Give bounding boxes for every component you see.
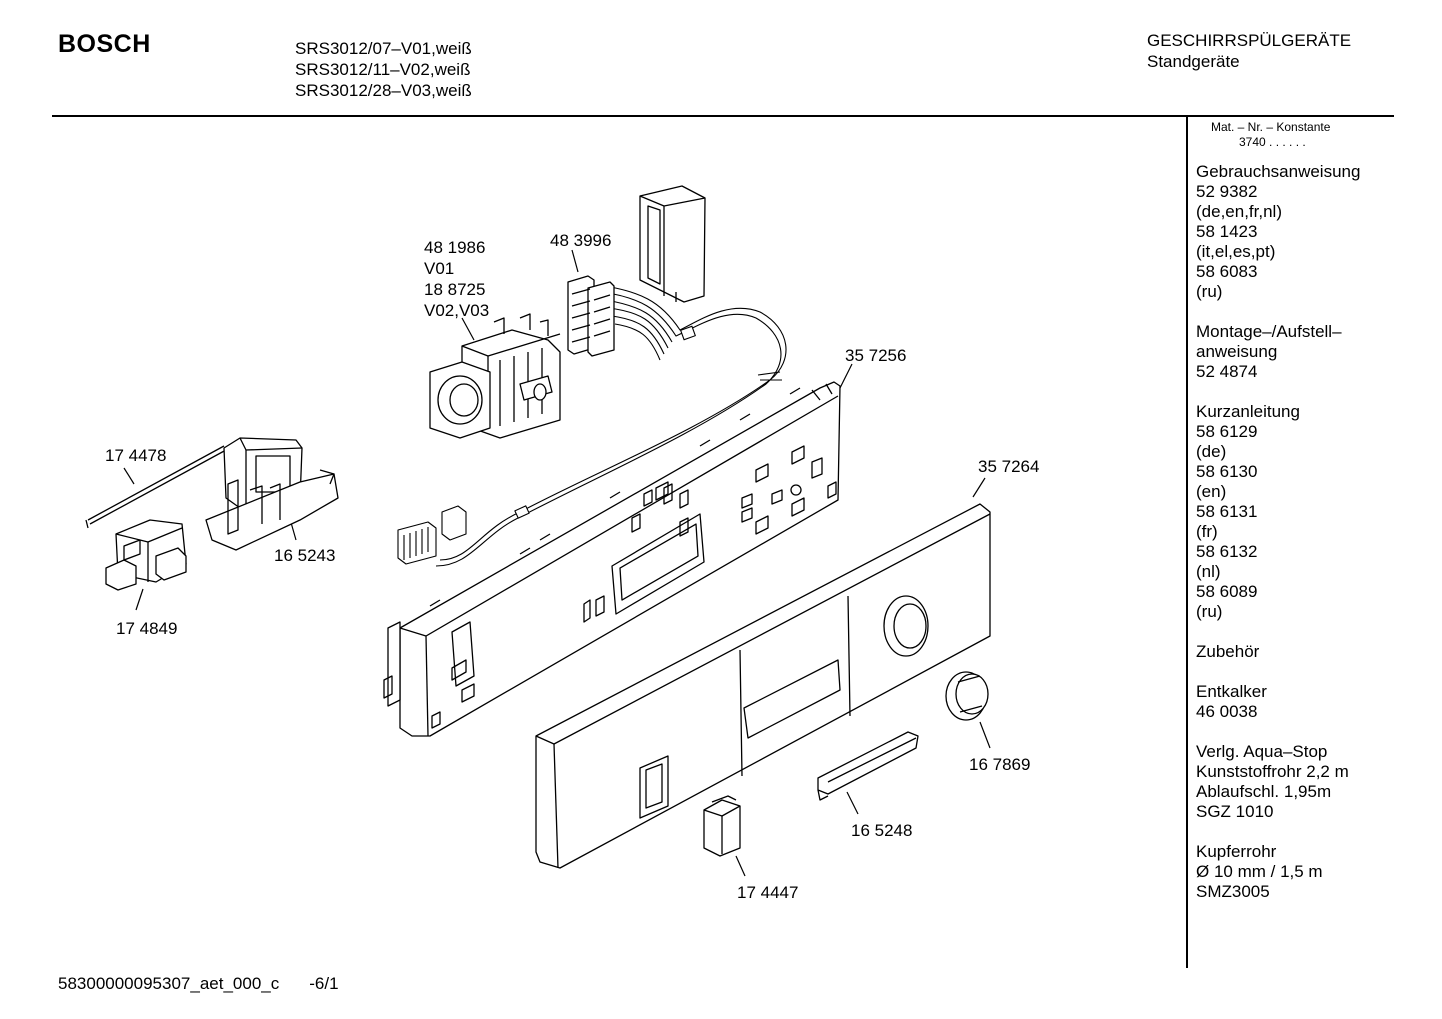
page-number: -6/1	[309, 974, 339, 993]
programme-timer	[429, 313, 561, 439]
label-connector: 48 3996	[550, 231, 612, 250]
sidebar-line: 52 9382	[1196, 182, 1258, 201]
sidebar-line: 58 6089	[1196, 582, 1258, 601]
sidebar-line: (en)	[1196, 482, 1227, 501]
label-rod: 17 4478	[105, 446, 167, 465]
sidebar-line: 46 0038	[1196, 702, 1258, 721]
sidebar-line: 58 6130	[1196, 462, 1258, 481]
sidebar-line: (nl)	[1196, 562, 1221, 581]
switch-housing	[205, 437, 339, 551]
sidebar-line: Kupferrohr	[1196, 842, 1277, 861]
category-block: GESCHIRRSPÜLGERÄTE Standgeräte	[1147, 30, 1351, 72]
label-front-panel: 35 7264	[978, 457, 1040, 476]
push-button	[703, 795, 741, 857]
sidebar-line: SMZ3005	[1196, 882, 1270, 901]
sidebar-line: (de)	[1196, 442, 1227, 461]
matnr-block: Mat. – Nr. – Konstante 3740 . . . . . .	[1211, 120, 1330, 150]
model-line: SRS3012/07–V01,weiß	[295, 39, 472, 58]
cover-box	[639, 185, 706, 303]
category-title: GESCHIRRSPÜLGERÄTE	[1147, 31, 1352, 50]
header-rule	[52, 115, 1394, 117]
sidebar-line: 58 6083	[1196, 262, 1258, 281]
sidebar-line: Verlg. Aqua–Stop	[1196, 742, 1328, 761]
sidebar-group: Zubehör	[1196, 642, 1360, 662]
variant-label: V01	[424, 259, 455, 278]
label-switch-housing: 16 5243	[274, 546, 336, 565]
wire-harness	[397, 284, 787, 567]
sidebar-line: Montage–/Aufstell–	[1196, 322, 1342, 341]
sidebar-line: Gebrauchsanweisung	[1196, 162, 1361, 181]
sidebar-line: SGZ 1010	[1196, 802, 1274, 821]
leader-lines	[123, 249, 991, 877]
part-number: 48 1986	[424, 238, 486, 257]
label-switch: 17 4849	[116, 619, 178, 638]
model-line: SRS3012/28–V03,weiß	[295, 81, 472, 100]
matnr-value: 3740 . . . . . .	[1239, 135, 1306, 149]
sidebar-line: Ø 10 mm / 1,5 m	[1196, 862, 1323, 881]
sidebar-line: Zubehör	[1196, 642, 1260, 661]
doc-id: 58300000095307_aet_000_c	[58, 974, 280, 993]
panel-frame	[383, 381, 841, 737]
sidebar-line: 58 6129	[1196, 422, 1258, 441]
program-knob	[945, 671, 989, 721]
handle-strip	[817, 731, 919, 801]
variant-label: V02,V03	[424, 301, 490, 320]
footer: 58300000095307_aet_000_c -6/1	[58, 974, 339, 994]
label-push-button: 17 4447	[737, 883, 799, 902]
label-handle-strip: 16 5248	[851, 821, 913, 840]
model-list: SRS3012/07–V01,weiß SRS3012/11–V02,weiß …	[295, 38, 472, 101]
sidebar-line: (ru)	[1196, 282, 1223, 301]
sidebar-line: 58 1423	[1196, 222, 1258, 241]
sidebar-line: (fr)	[1196, 522, 1218, 541]
label-timer: 48 1986 V01 18 8725 V02,V03	[424, 237, 489, 321]
sidebar-line: Ablaufschl. 1,95m	[1196, 782, 1332, 801]
brand-logo: BOSCH	[58, 30, 151, 58]
sidebar-rule	[1186, 116, 1188, 968]
terminal-connector	[567, 275, 615, 357]
sidebar-line: Kurzanleitung	[1196, 402, 1300, 421]
switch-block	[105, 519, 187, 591]
sidebar-line: Entkalker	[1196, 682, 1267, 701]
connecting-rod	[85, 445, 227, 529]
model-line: SRS3012/11–V02,weiß	[295, 60, 471, 79]
front-panel	[535, 503, 991, 869]
sidebar-line: (it,el,es,pt)	[1196, 242, 1276, 261]
sidebar-line: Kunststoffrohr 2,2 m	[1196, 762, 1349, 781]
matnr-label: Mat. – Nr. – Konstante	[1211, 120, 1331, 134]
label-panel-frame: 35 7256	[845, 346, 907, 365]
category-subtitle: Standgeräte	[1147, 52, 1240, 71]
exploded-parts-diagram	[85, 185, 991, 877]
label-knob: 16 7869	[969, 755, 1031, 774]
sidebar-line: anweisung	[1196, 342, 1278, 361]
part-number: 18 8725	[424, 280, 486, 299]
sidebar-line: (de,en,fr,nl)	[1196, 202, 1282, 221]
sidebar-line: 58 6132	[1196, 542, 1258, 561]
sidebar-line: 58 6131	[1196, 502, 1258, 521]
sidebar-line: 52 4874	[1196, 362, 1258, 381]
sidebar-line: (ru)	[1196, 602, 1223, 621]
